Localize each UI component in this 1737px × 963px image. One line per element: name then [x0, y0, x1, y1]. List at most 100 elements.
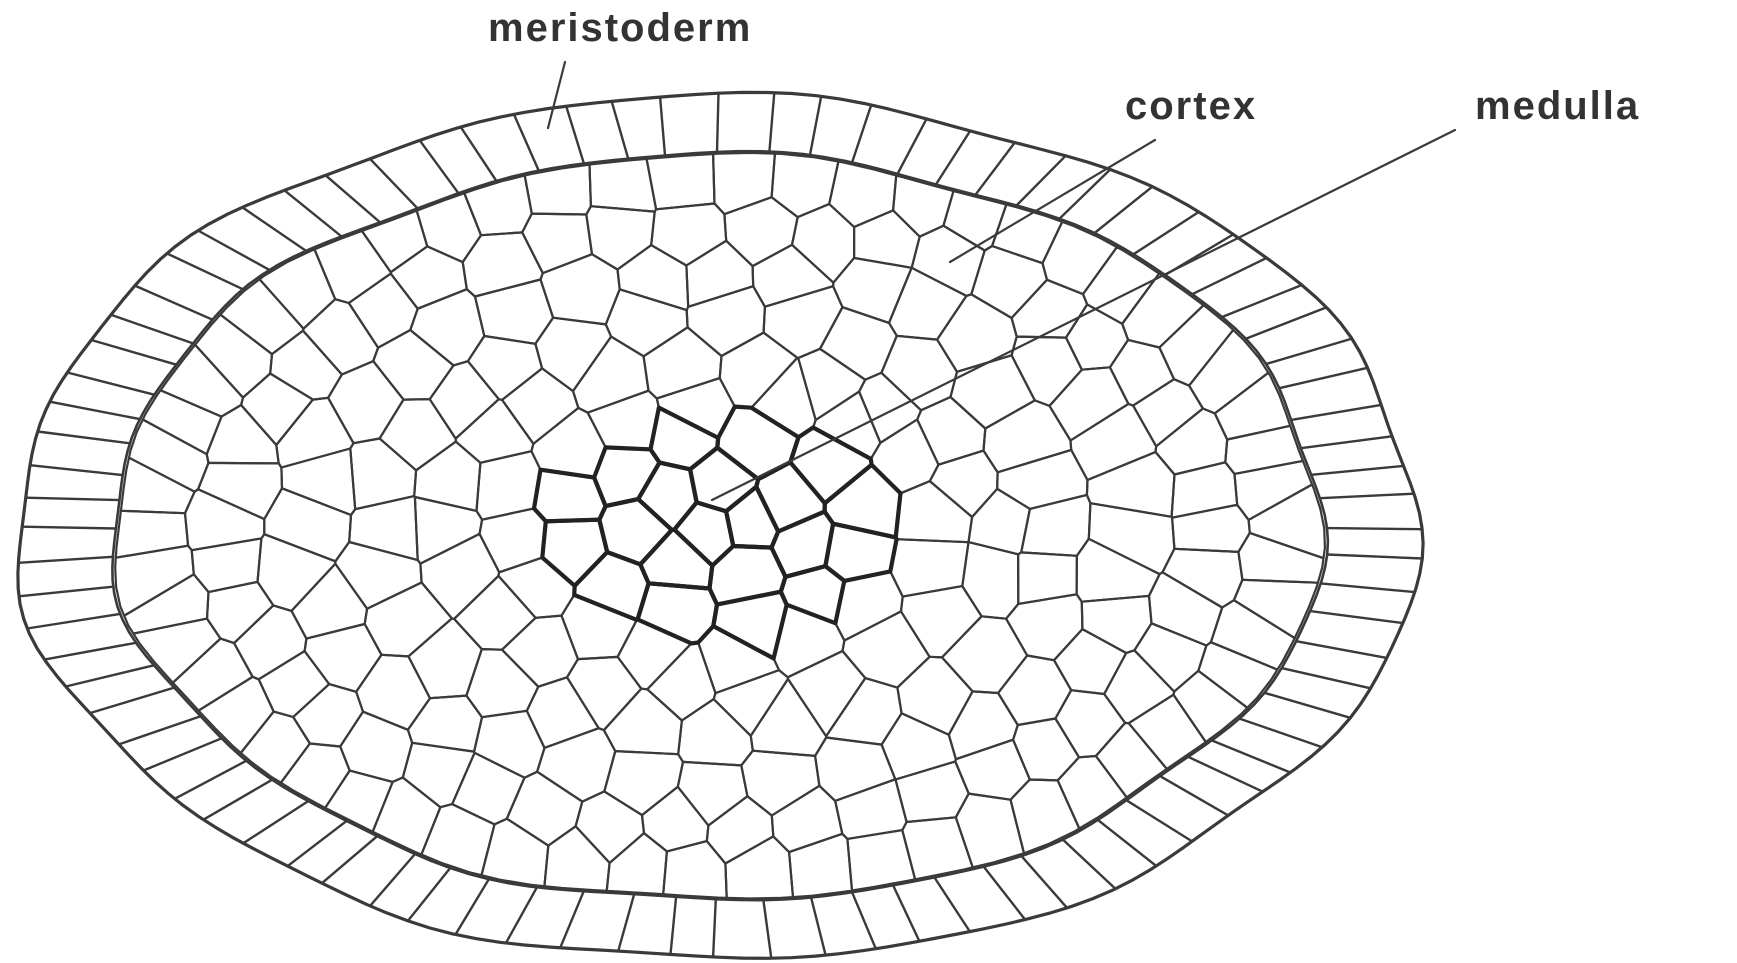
- cortex-cell: [414, 442, 480, 511]
- medulla-cell: [638, 583, 717, 643]
- meristoderm-cell-wall: [1327, 528, 1422, 529]
- cortex-cell: [133, 619, 220, 683]
- cortex-cell: [1104, 650, 1174, 723]
- cortex-cell: [567, 657, 641, 730]
- meristoderm-outer-wall: [18, 92, 1423, 958]
- meristoderm-cell-wall: [284, 190, 341, 236]
- meristoderm-cell-wall: [852, 892, 876, 948]
- cortex-cell: [707, 796, 774, 863]
- cortex-cell: [764, 286, 843, 358]
- meristoderm-cell-wall: [1296, 641, 1387, 658]
- cortex-cell: [482, 819, 549, 887]
- meristoderm-cell-wall: [717, 93, 719, 152]
- cortex-cell: [969, 489, 1030, 555]
- meristoderm-cell-wall: [506, 887, 537, 943]
- cortex-cell: [356, 655, 430, 730]
- cortex-cell: [1198, 642, 1277, 708]
- meristoderm-cell-wall: [243, 801, 308, 843]
- meristoderm-leader: [548, 62, 565, 128]
- cortex-cell: [537, 728, 615, 801]
- cortex-cell: [281, 449, 355, 516]
- meristoderm-cell-wall: [175, 761, 247, 799]
- cortex-cell: [522, 214, 592, 274]
- meristoderm-cell-wall: [671, 897, 677, 955]
- meristoderm-cell-wall: [1240, 719, 1323, 748]
- cortex-label: cortex: [1125, 86, 1257, 126]
- cortex-cell: [417, 193, 481, 262]
- cortex-cell: [454, 576, 535, 650]
- meristoderm-cell-wall: [984, 867, 1025, 920]
- medulla-cell: [825, 465, 901, 538]
- meristoderm-cell-wall: [22, 527, 116, 529]
- meristoderm-cell-wall: [19, 587, 113, 597]
- cortex-cell: [380, 399, 456, 470]
- cortex-cell: [606, 289, 688, 356]
- cortex-cell: [607, 833, 667, 894]
- cortex-cell: [713, 153, 775, 214]
- cortex-cell: [260, 249, 336, 328]
- meristoderm-cell-wall: [66, 665, 154, 686]
- cortex-cell: [335, 542, 421, 609]
- cortex-cell: [590, 159, 657, 212]
- cortex-cell: [270, 331, 342, 400]
- cortex-cell: [588, 391, 659, 450]
- cortex-cell: [586, 206, 654, 269]
- cortex-cell: [1172, 505, 1250, 552]
- meristoderm-cell-wall: [1282, 668, 1371, 688]
- leader-lines: [548, 62, 1455, 500]
- cortex-cell: [826, 678, 902, 745]
- meristoderm-cell-wall: [370, 159, 418, 209]
- meristoderm-cell-wall: [1320, 494, 1414, 499]
- cortex-cell: [897, 657, 972, 735]
- cortex-cell: [391, 246, 467, 308]
- cortex-cell: [502, 368, 578, 443]
- cortex-cell: [942, 616, 1027, 693]
- cortex-cell: [1149, 572, 1222, 645]
- meristoderm-cell-wall: [38, 432, 130, 444]
- cortex-cell: [678, 762, 748, 826]
- cortex-cell: [890, 539, 968, 596]
- cortex-cell: [276, 398, 353, 468]
- meristoderm-cell-wall: [44, 643, 136, 660]
- cortex-cell: [604, 751, 683, 815]
- cortex-cell: [541, 254, 620, 324]
- meristoderm-cell-wall: [119, 716, 201, 744]
- cortex-cell: [430, 361, 499, 438]
- cortex-cell: [843, 611, 930, 687]
- cortex-cell: [463, 232, 543, 296]
- meristoderm-cell-wall: [612, 101, 629, 158]
- cortex-cell: [124, 574, 208, 633]
- cortex-cell: [1129, 695, 1206, 769]
- cortex-cell: [498, 558, 574, 618]
- cortex-cell: [1013, 719, 1079, 781]
- cortex-cell: [220, 279, 303, 354]
- cortex-cell: [930, 451, 998, 517]
- meristoderm-cell-wall: [852, 105, 871, 162]
- meristoderm-cell-wall: [91, 340, 176, 365]
- cortex-cell: [373, 778, 441, 855]
- medulla-cell: [599, 499, 672, 564]
- cortex-cell: [1122, 274, 1203, 348]
- cortex-cell: [1066, 304, 1128, 369]
- cortex-cell: [241, 374, 313, 446]
- medulla-cell: [726, 487, 778, 548]
- cortex-cell: [531, 408, 605, 478]
- medulla-leader: [712, 130, 1455, 500]
- cortex-cell: [847, 830, 915, 890]
- meristoderm-cell-wall: [1301, 436, 1392, 448]
- cortex-cell: [365, 583, 452, 657]
- cortex-cell: [192, 538, 262, 592]
- meristoderm-cell-wall: [1022, 856, 1068, 908]
- cortex-cell: [241, 712, 310, 783]
- meristoderm-cell-wall: [111, 315, 193, 344]
- cortex-cell: [507, 772, 583, 846]
- cortex-cell: [1012, 337, 1082, 406]
- cortex-cell: [618, 619, 692, 689]
- meristoderm-cell-wall: [1311, 466, 1403, 475]
- meristoderm-cell-wall: [763, 900, 771, 958]
- cortex-cell: [984, 400, 1072, 472]
- cortex-cell: [468, 336, 542, 400]
- cortex-cell: [820, 307, 897, 380]
- meristoderm-cell-wall: [26, 498, 120, 500]
- cortex-cell: [971, 246, 1047, 318]
